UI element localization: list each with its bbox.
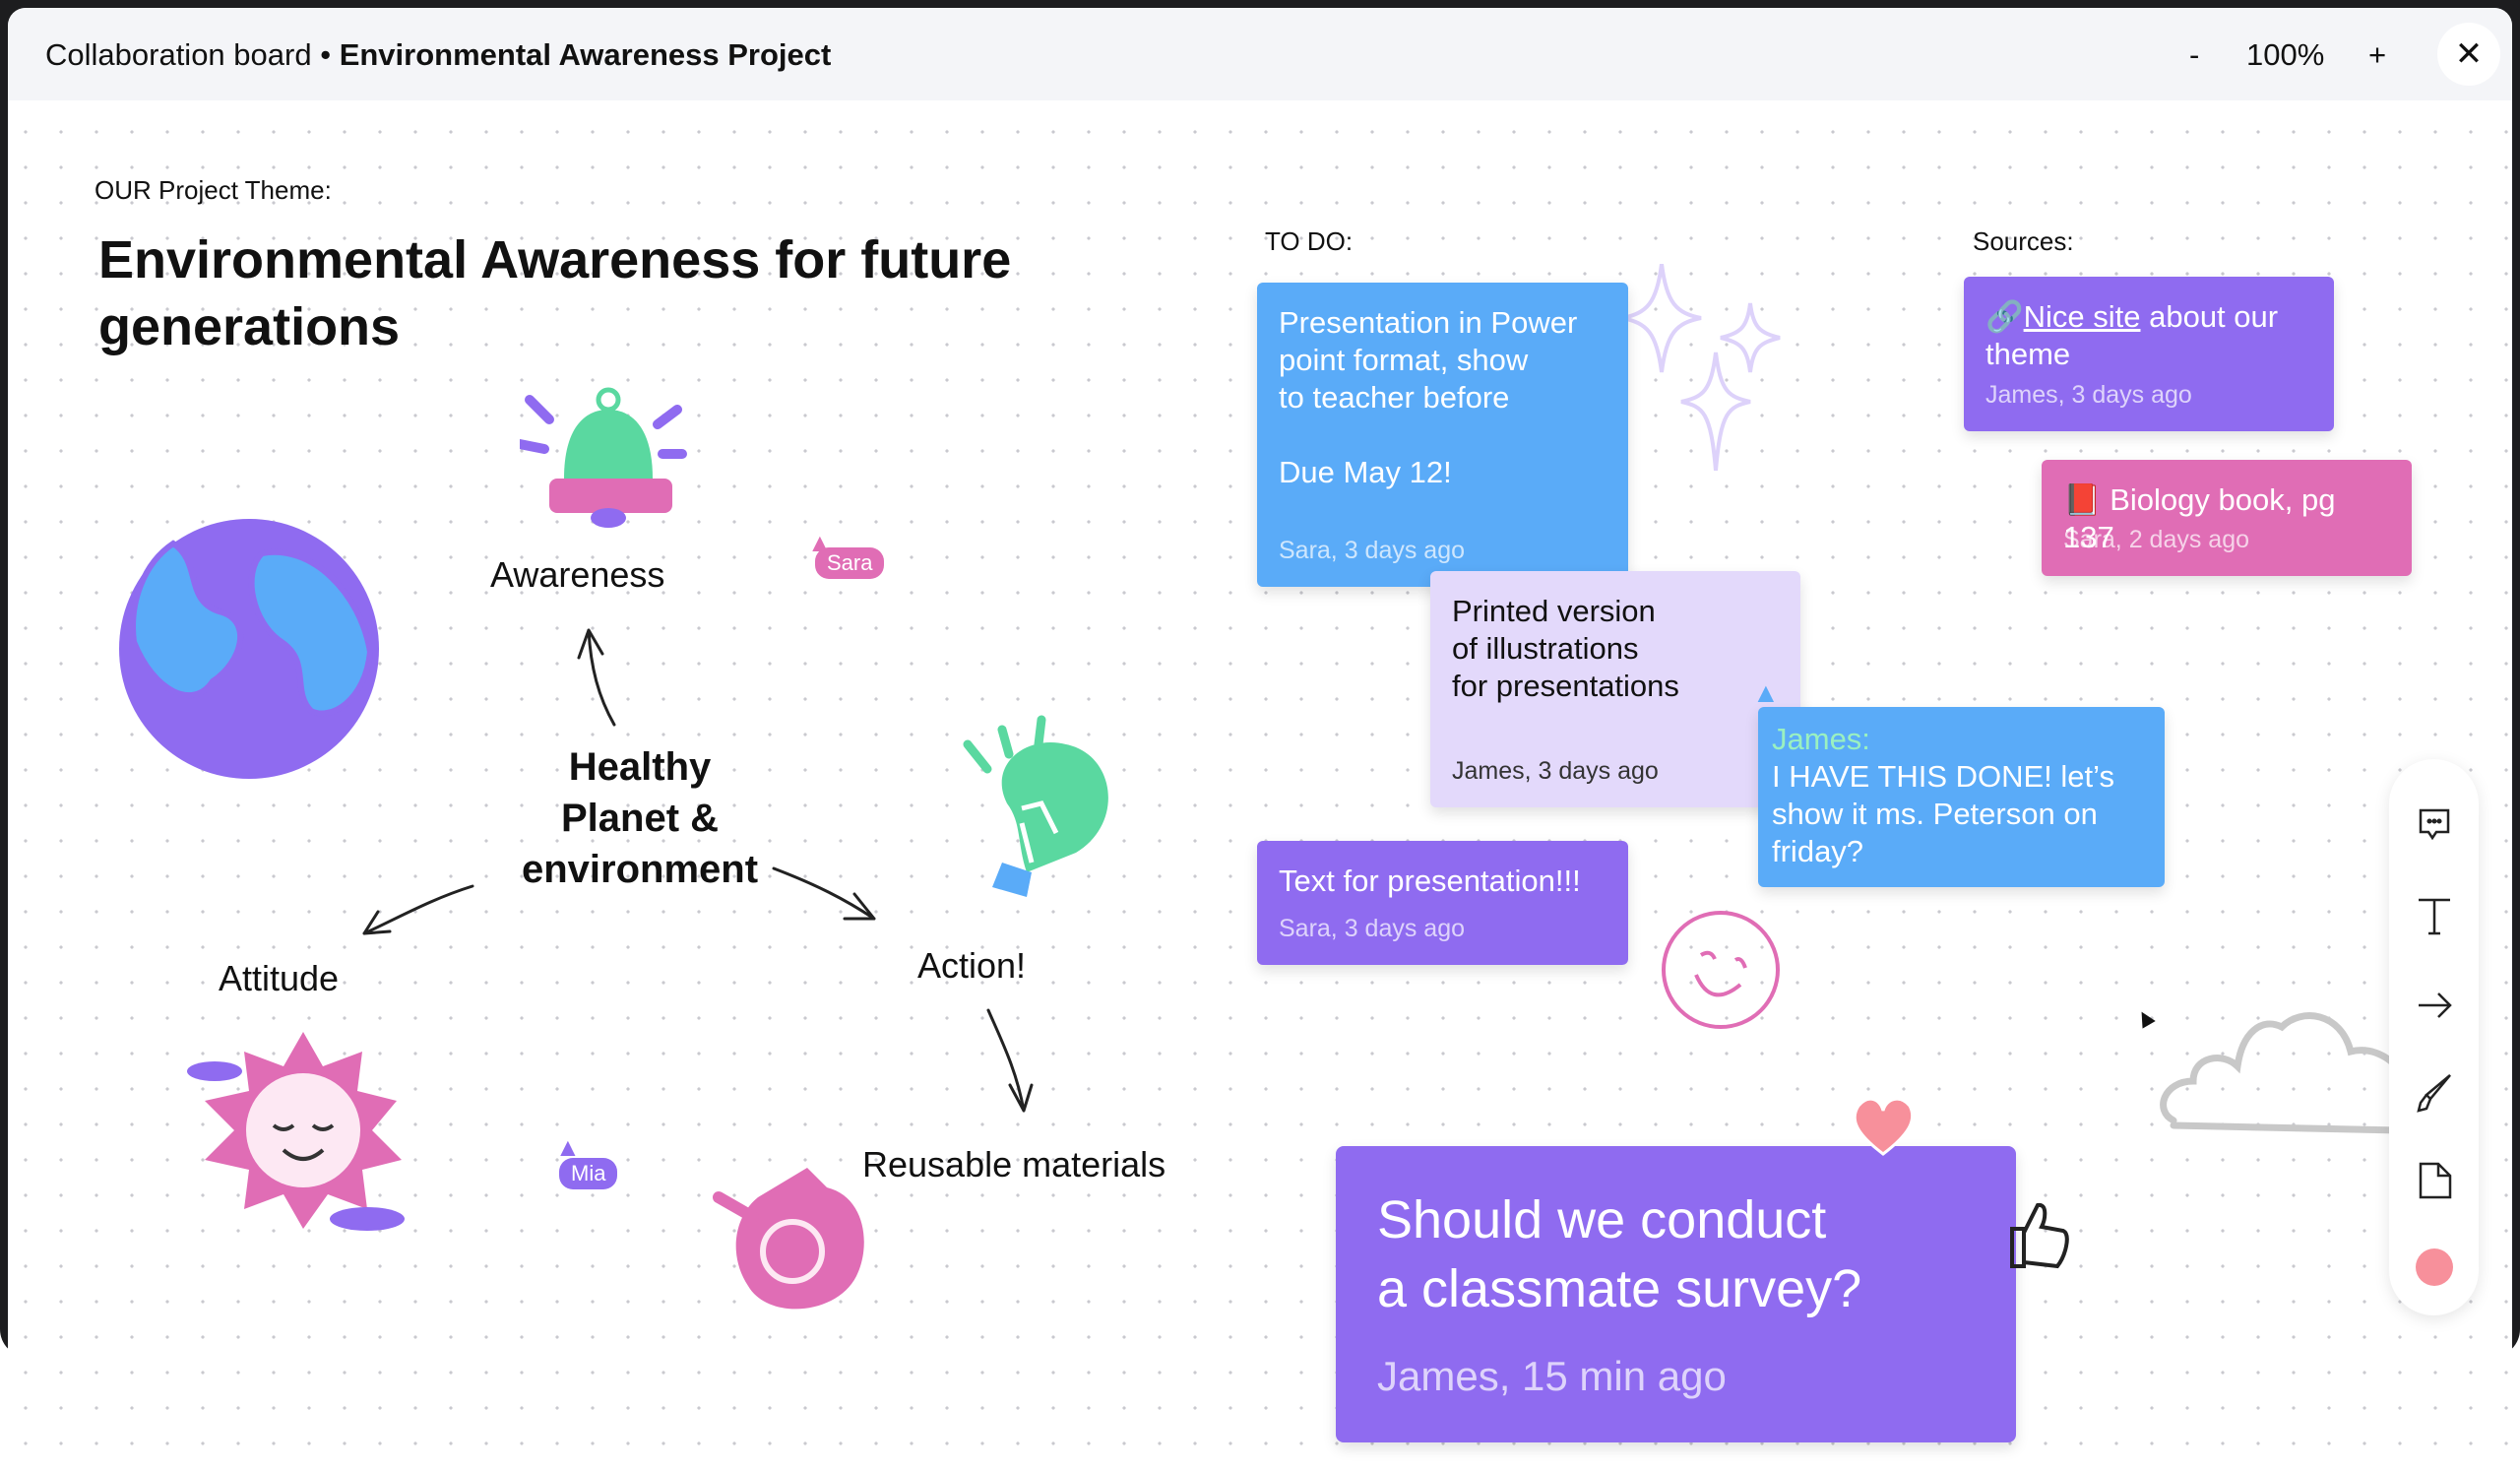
zoom-in-button[interactable]: + [2368, 37, 2387, 72]
project-name: Environmental Awareness Project [339, 37, 832, 72]
theme-label: OUR Project Theme: [94, 175, 332, 205]
arrow-to-reusable [986, 1008, 1034, 1113]
mindmap-awareness: Awareness [490, 554, 665, 595]
mindmap-reusable: Reusable materials [862, 1144, 1166, 1184]
comment-note[interactable]: James: I HAVE THIS DONE! let’s show it m… [1758, 707, 2165, 887]
heart-icon [1853, 1097, 1915, 1156]
recycle-jug-icon [713, 1168, 864, 1310]
comment-icon[interactable] [2415, 804, 2454, 844]
link-icon: 🔗 [1985, 299, 2024, 334]
brush-icon[interactable] [2415, 1071, 2454, 1115]
arrow-to-attitude [362, 884, 474, 935]
board-name[interactable]: Collaboration board [45, 37, 312, 72]
lightbulb-icon [963, 715, 1108, 897]
todo-label: TO DO: [1265, 226, 1354, 256]
board-canvas[interactable]: Collaboration board • Environmental Awar… [8, 8, 2512, 1462]
cursor-icon: ▲ [555, 1132, 581, 1162]
close-button[interactable]: ✕ [2437, 23, 2500, 86]
cloud-icon [2160, 1012, 2400, 1134]
cursor-label-mia: Mia [559, 1158, 618, 1189]
sun-icon [187, 1032, 405, 1231]
sticky-note-icon[interactable] [2415, 1160, 2454, 1203]
source-note[interactable]: 🔗Nice site about our theme James, 3 days… [1964, 277, 2334, 431]
zoom-level: 100% [2246, 37, 2325, 72]
thumbs-up-icon [2010, 1202, 2069, 1269]
sparkles-icon [1622, 264, 1781, 472]
separator: • [320, 37, 332, 72]
sources-label: Sources: [1973, 226, 2074, 256]
toolbar [2389, 759, 2479, 1315]
mindmap-attitude: Attitude [219, 958, 340, 998]
text-icon[interactable] [2415, 894, 2454, 937]
source-note[interactable]: 📕 Biology book, pg 137 Sara, 2 days ago [2042, 460, 2412, 576]
source-link[interactable]: Nice site [2023, 299, 2141, 334]
breadcrumb: Collaboration board • Environmental Awar… [45, 37, 831, 73]
mindmap-arrows [362, 628, 1034, 1113]
bell-icon [520, 387, 687, 528]
todo-note[interactable]: Text for presentation!!! Sara, 3 days ag… [1257, 841, 1628, 965]
zoom-out-button[interactable]: - [2189, 37, 2200, 72]
book-icon: 📕 [2063, 482, 2102, 517]
arrow-to-action [772, 866, 876, 921]
color-picker-dot[interactable] [2416, 1248, 2453, 1286]
arrow-icon[interactable] [2415, 986, 2454, 1025]
cursor-label-sara: Sara [815, 547, 885, 579]
wink-smiley-icon [1662, 911, 1780, 1029]
mindmap-action: Action! [917, 945, 1027, 986]
cursor-icon: ▲ [1752, 677, 1780, 708]
header-bar: Collaboration board • Environmental Awar… [8, 8, 2512, 100]
arrow-to-awareness [577, 628, 616, 727]
close-icon: ✕ [2454, 35, 2484, 73]
globe-icon [119, 519, 379, 779]
